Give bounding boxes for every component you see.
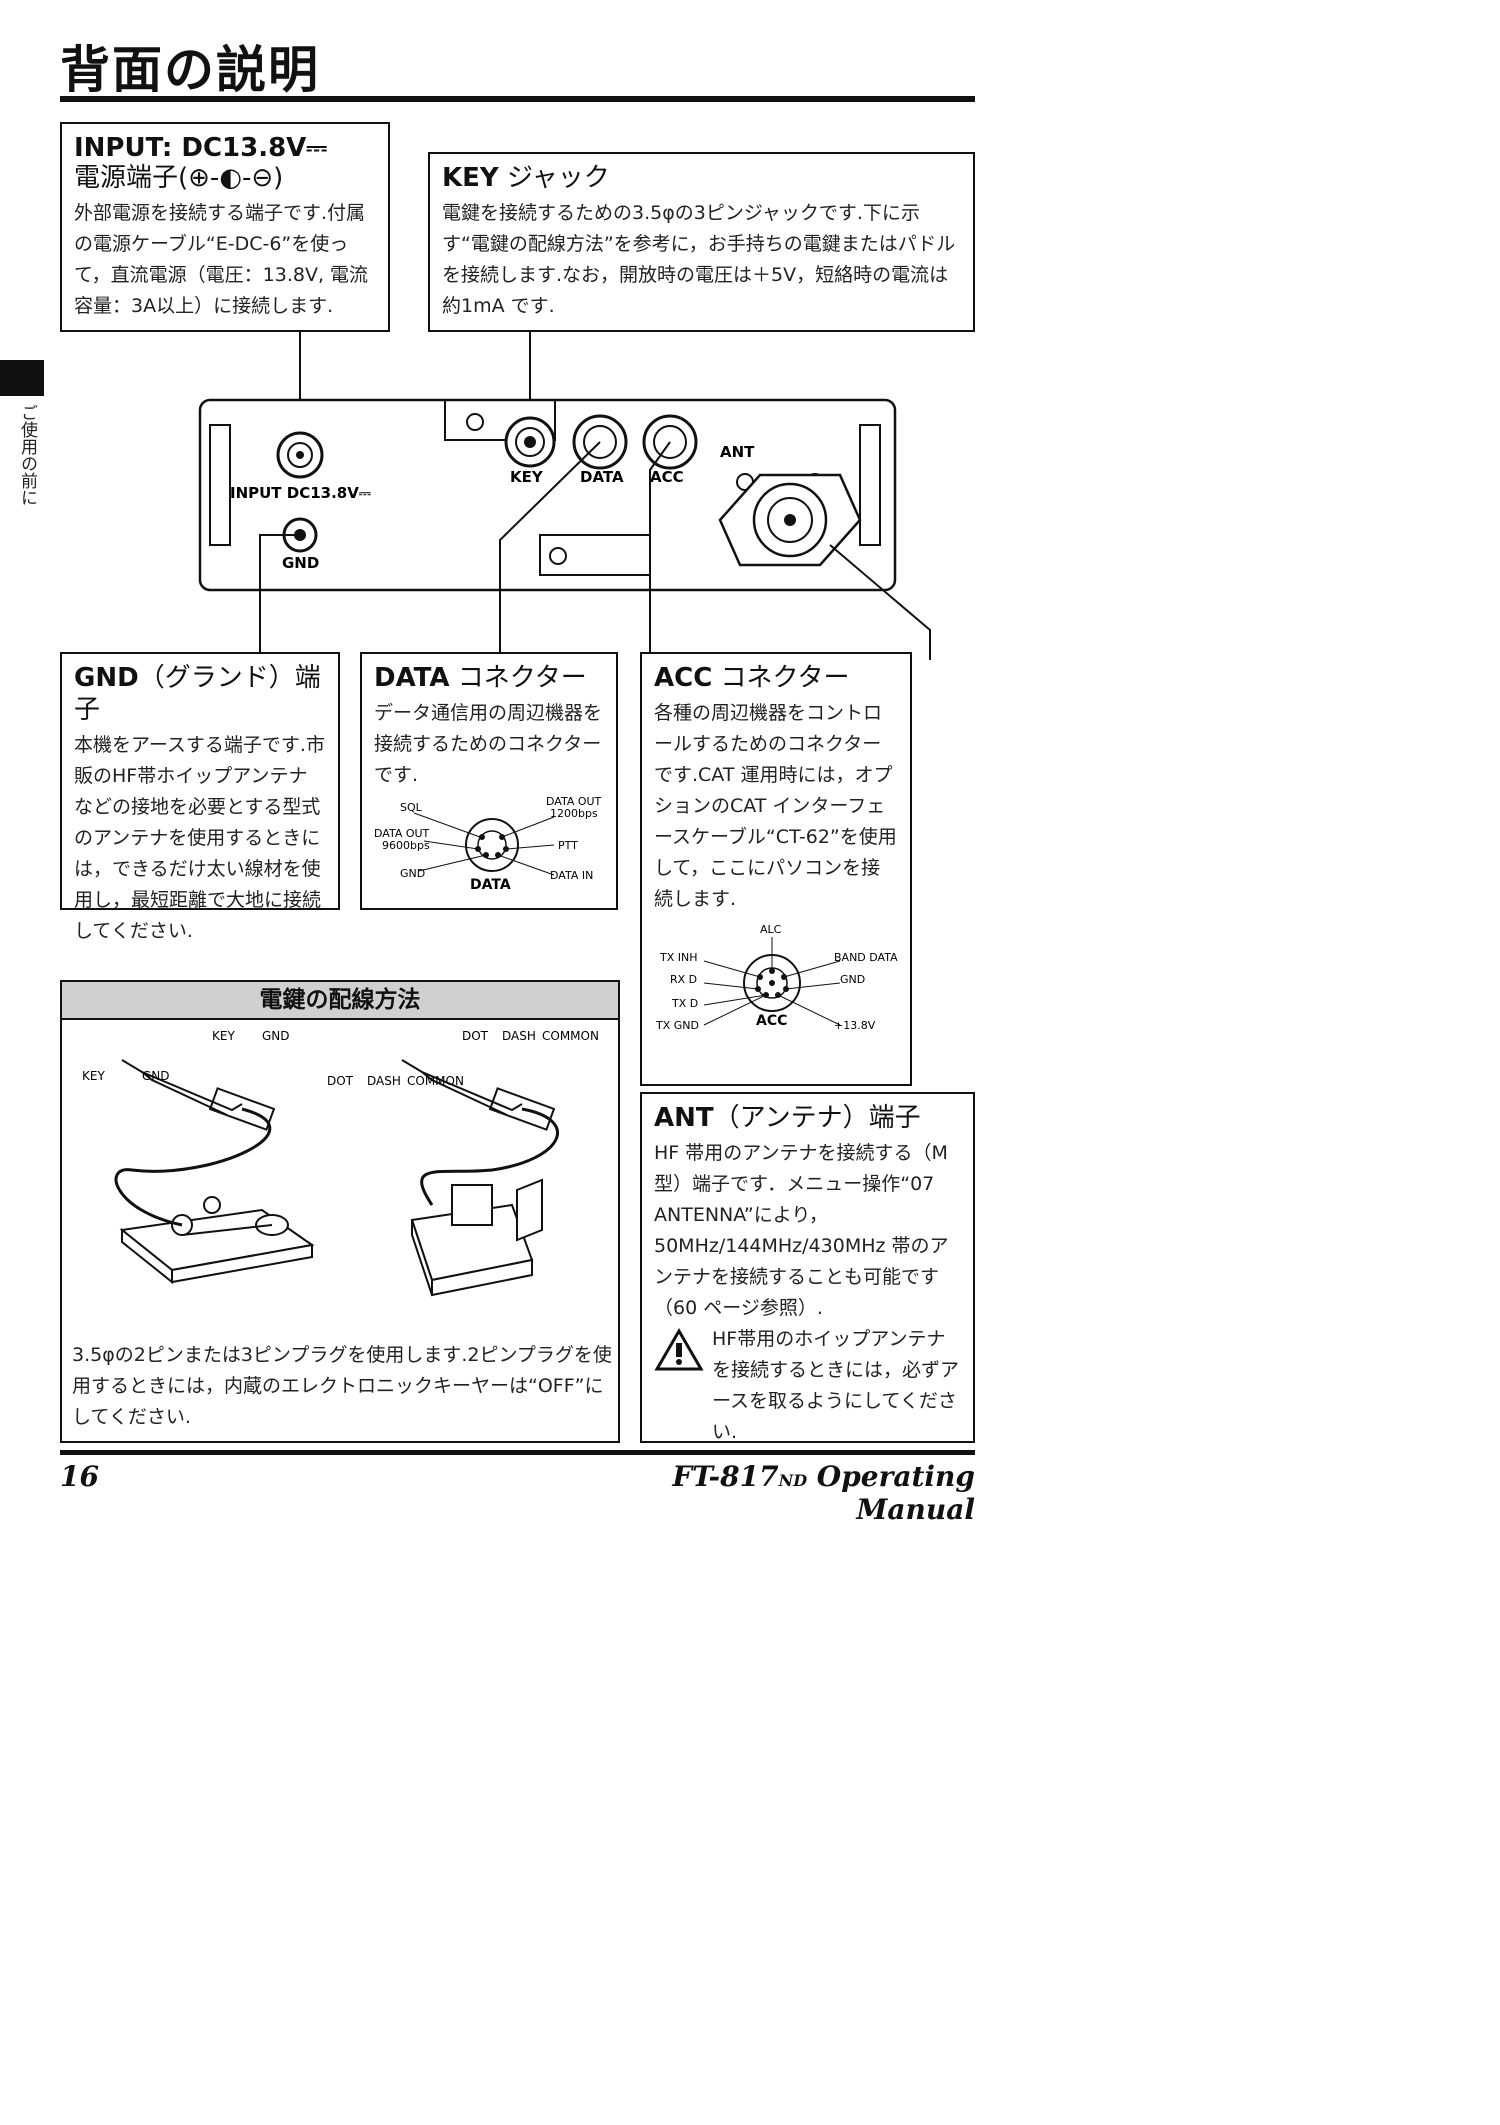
- acc-pin-txd: TX D: [671, 997, 698, 1010]
- right-plug: [401, 1059, 556, 1131]
- data-pin-ptt: PTT: [558, 839, 578, 852]
- acc-text: 各種の周辺機器をコントロールするためのコネクターです.CAT 運用時には，オプシ…: [654, 702, 897, 910]
- wiring-right-common-label-1: COMMON: [542, 1029, 599, 1043]
- rear-panel-diagram: INPUT DC13.8V⎓ GND KEY DATA ACC ANT: [198, 330, 931, 660]
- data-pin-out1200: DATA OUT: [546, 795, 602, 808]
- wiring-box: [60, 1018, 620, 1443]
- data-pin-bps9600: 9600bps: [382, 839, 430, 852]
- key-wiring-illustration: KEY GND KEY GND DOT DASH COMMON DOT DASH…: [82, 1029, 599, 1297]
- wiring-left-gnd-label-1: GND: [262, 1029, 290, 1043]
- data-pin-sql: SQL: [400, 801, 423, 814]
- title-rule: [60, 96, 975, 102]
- panel-input-label: INPUT DC13.8V⎓: [230, 484, 371, 502]
- right-paddle: [410, 1178, 543, 1297]
- acc-pin-alc: ALC: [760, 923, 782, 936]
- data-pin-out9600: DATA OUT: [374, 827, 430, 840]
- wiring-text: 3.5φの2ピンまたは3ピンプラグを使用します.2ピンプラグを使用するときには，…: [72, 1344, 612, 1428]
- key-heading: KEY ジャック: [442, 163, 610, 193]
- wiring-right-common-label-2: COMMON: [407, 1074, 464, 1088]
- data-box: DATA コネクター データ通信用の周辺機器を接続するためのコネクターです. S…: [360, 652, 618, 910]
- acc-pin-band: BAND DATA: [834, 951, 898, 964]
- panel-ant-label: ANT: [720, 443, 755, 461]
- wiring-left-gnd-label-2: GND: [142, 1069, 170, 1083]
- ant-box: ANT（アンテナ）端子 HF 帯用のアンテナを接続する（M型）端子です．メニュー…: [640, 1092, 975, 1443]
- data-pin-in: DATA IN: [550, 869, 593, 882]
- gnd-text: 本機をアースする端子です.市販のHF帯ホイップアンテナなどの接地を必要とする型式…: [74, 734, 325, 942]
- data-pin-title: DATA: [470, 877, 511, 893]
- panel-data-label: DATA: [580, 468, 624, 486]
- data-pin-bps1200: 1200bps: [550, 807, 598, 820]
- input-subheading: 電源端子(⊕-◐-⊖): [74, 163, 284, 193]
- acc-pin-txgnd: TX GND: [655, 1019, 699, 1032]
- ant-text: HF 帯用のアンテナを接続する（M型）端子です．メニュー操作“07 ANTENN…: [654, 1142, 949, 1319]
- wiring-left-key-label-2: KEY: [82, 1069, 105, 1083]
- wiring-right-dot-label-2: DOT: [327, 1074, 354, 1088]
- data-pinout-diagram: SQL DATA OUT 1200bps DATA OUT 9600bps PT…: [374, 795, 602, 893]
- data-heading: DATA コネクター: [374, 663, 587, 693]
- input-text: 外部電源を接続する端子です.付属の電源ケーブル“E-DC-6”を使って，直流電源…: [74, 202, 369, 317]
- input-heading: INPUT: DC13.8V⎓: [74, 133, 328, 163]
- manual-title: FT-817ND Operating Manual: [672, 1460, 975, 1526]
- acc-pin-138: +13.8V: [834, 1019, 876, 1032]
- data-pin-gnd: GND: [400, 867, 425, 880]
- wiring-left-key-label-1: KEY: [212, 1029, 235, 1043]
- side-tab: [0, 360, 44, 396]
- acc-pin-txinh: TX INH: [659, 951, 698, 964]
- left-straight-key: [119, 1196, 315, 1285]
- wiring-right-dot-label-1: DOT: [462, 1029, 489, 1043]
- acc-heading: ACC コネクター: [654, 663, 850, 693]
- key-text: 電鍵を接続するための3.5φの3ピンジャックです.下に示す“電鍵の配線方法”を参…: [442, 202, 956, 317]
- key-box: KEY ジャック 電鍵を接続するための3.5φの3ピンジャックです.下に示す“電…: [428, 152, 975, 332]
- acc-pin-gnd: GND: [840, 973, 865, 986]
- page-number: 16: [60, 1460, 99, 1493]
- panel-acc-label: ACC: [650, 468, 684, 486]
- panel-key-label: KEY: [510, 468, 544, 486]
- data-text: データ通信用の周辺機器を接続するためのコネクターです.: [374, 702, 603, 786]
- footer-rule: [60, 1450, 975, 1455]
- side-label: ご使用の前に: [17, 404, 37, 506]
- wiring-header: 電鍵の配線方法: [60, 980, 620, 1020]
- ant-heading: ANT（アンテナ）端子: [654, 1103, 921, 1133]
- gnd-heading: GND（グランド）端子: [74, 663, 321, 725]
- panel-gnd-label: GND: [282, 554, 319, 572]
- ant-warning-text: HF帯用のホイップアンテナを接続するときには，必ずアースを取るようにしてください…: [712, 1328, 960, 1443]
- wiring-right-dash-label-1: DASH: [502, 1029, 536, 1043]
- gnd-box: GND（グランド）端子 本機をアースする端子です.市販のHF帯ホイップアンテナな…: [60, 652, 340, 942]
- acc-pin-rxd: RX D: [670, 973, 697, 986]
- input-box: INPUT: DC13.8V⎓ 電源端子(⊕-◐-⊖) 外部電源を接続する端子で…: [60, 122, 390, 332]
- warning-icon: [654, 1328, 704, 1371]
- left-plug: [121, 1059, 276, 1131]
- acc-pin-title: ACC: [756, 1013, 787, 1029]
- page-title: 背面の説明: [60, 41, 320, 99]
- wiring-right-dash-label-2: DASH: [367, 1074, 401, 1088]
- acc-pinout-diagram: ALC TX INH BAND DATA RX D GND TX D TX GN…: [655, 923, 898, 1032]
- acc-box: ACC コネクター 各種の周辺機器をコントロールするためのコネクターです.CAT…: [640, 652, 912, 1086]
